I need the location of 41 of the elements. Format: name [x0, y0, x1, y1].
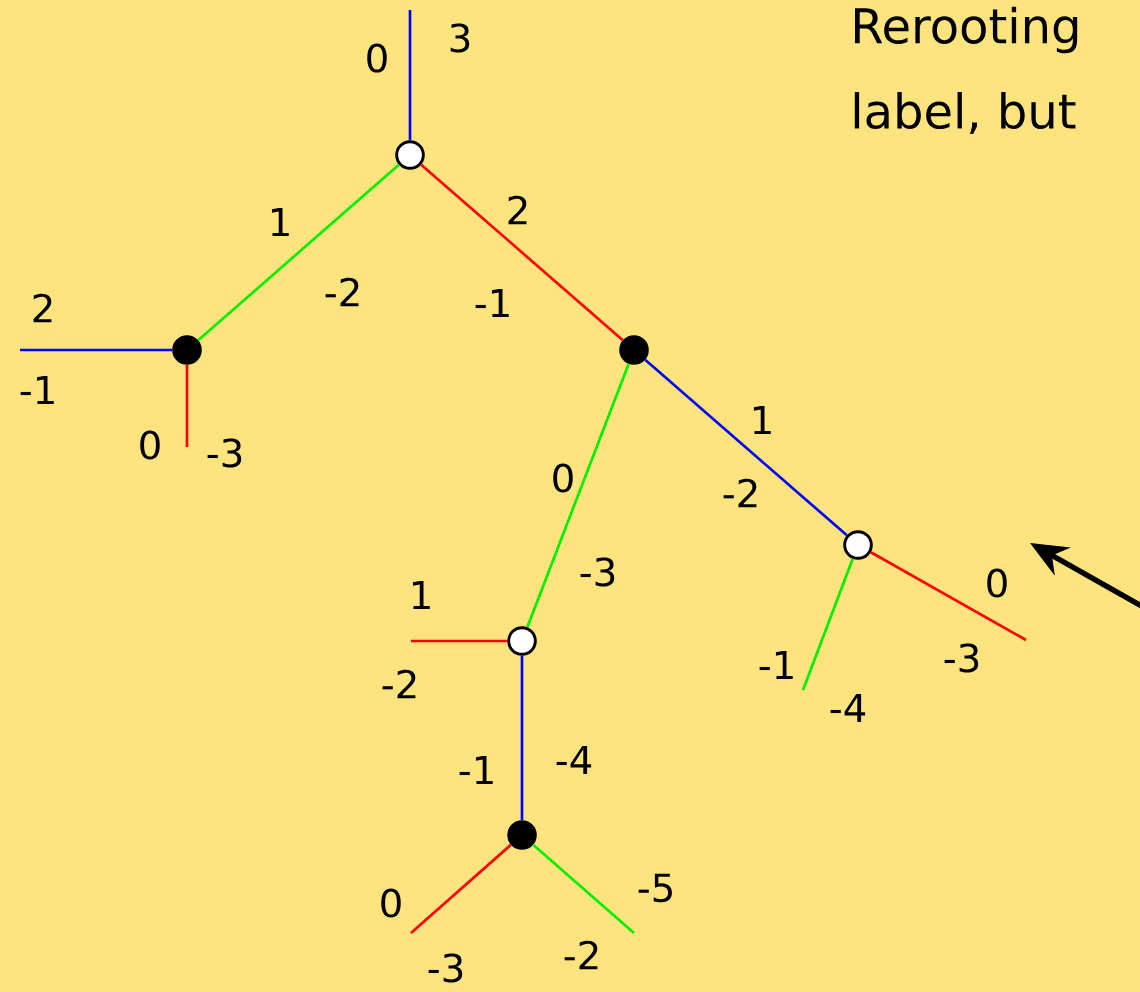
tree-edge: [526, 363, 630, 628]
edge-number: 0: [553, 463, 573, 493]
heading-text: label, but: [854, 92, 1076, 135]
heading-text: Rerooting: [855, 6, 1078, 54]
tree-edge: [410, 843, 512, 934]
edge-number: -2: [382, 669, 416, 699]
edge-number: -1: [20, 375, 54, 405]
tree-edge: [411, 639, 508, 643]
edge-number: 1: [271, 207, 289, 237]
edge-number: 2: [33, 293, 52, 323]
edge-number: -4: [556, 745, 592, 775]
edge-number: -1: [475, 288, 509, 318]
edge-number: 0: [367, 43, 387, 73]
tree-edge: [408, 10, 412, 141]
edge-number: -2: [325, 277, 359, 307]
tree-edge: [801, 558, 854, 691]
edge-number: 2: [508, 195, 527, 225]
edge-number: -5: [638, 873, 672, 903]
edge-number: 0: [381, 888, 401, 918]
edge-number: 3: [450, 23, 470, 53]
tree-edge: [532, 843, 635, 934]
edge-number: 0: [987, 568, 1007, 598]
edge-number: -3: [580, 557, 615, 587]
edge-number: -1: [759, 650, 793, 680]
tree-edge: [20, 348, 173, 352]
tree-edge: [420, 163, 624, 342]
edge-number: -2: [723, 478, 757, 508]
tree-edge: [185, 364, 189, 447]
edge-number: 1: [753, 405, 771, 435]
edge-number: -2: [564, 940, 598, 970]
edge-number: 1: [412, 580, 430, 610]
tree-edge: [644, 358, 848, 537]
edge-number: -1: [459, 755, 493, 785]
edge-number: -3: [428, 953, 463, 983]
tree-edge: [520, 655, 524, 821]
tree-edge: [197, 163, 400, 342]
edge-number: -3: [207, 438, 242, 468]
edge-number: -4: [830, 693, 866, 723]
tree-edge: [870, 551, 1027, 642]
edge-number: 0: [140, 430, 160, 460]
edge-number: -3: [944, 643, 979, 673]
